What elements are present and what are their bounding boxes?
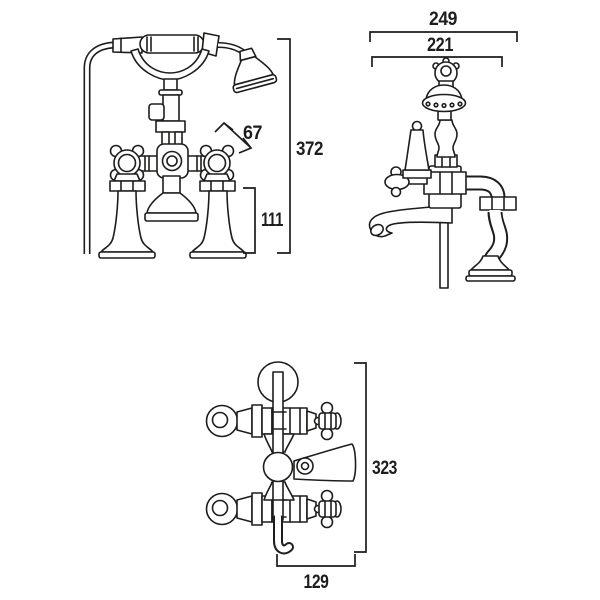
- dimension-bottom-depth: 129: [276, 554, 356, 593]
- dimension-handle-diagonal: 67: [214, 121, 263, 154]
- dimension-overall-height: 372: [277, 38, 324, 254]
- dimension-leg-height: 111: [243, 187, 284, 254]
- dimension-323-label: 323: [372, 457, 398, 479]
- wall-mounted-view-drawing: 323 129: [205, 361, 398, 593]
- cross-handle-right: [199, 144, 235, 182]
- tub-spout: [144, 175, 199, 222]
- shower-hose: [83, 41, 115, 254]
- side-view-drawing: 249 221: [368, 8, 518, 289]
- dimension-wall-height: 323: [354, 362, 398, 553]
- outlet-hook: [273, 513, 294, 555]
- lever-handle: [402, 120, 432, 179]
- valve-body-hub: [156, 143, 189, 179]
- dimension-129-label: 129: [304, 571, 330, 593]
- pillar-leg-right: [189, 173, 247, 259]
- dimension-spout-depth: 221: [371, 34, 503, 67]
- standpipe: [439, 221, 449, 289]
- dimension-249-label: 249: [429, 8, 458, 30]
- riser-column: [148, 78, 186, 147]
- dimension-111-label: 111: [261, 209, 283, 231]
- side-spout: [368, 205, 453, 238]
- dimension-overall-depth: 249: [369, 8, 518, 42]
- dimension-67-label: 67: [243, 122, 262, 144]
- pillar-leg-left: [98, 173, 156, 259]
- elbow-and-leg: [461, 175, 517, 282]
- handset-cradle: [130, 48, 210, 81]
- dimension-221-label: 221: [427, 34, 454, 56]
- handset-upright: [421, 57, 467, 168]
- cross-handle-left: [109, 144, 145, 182]
- handset-shower-head: [232, 47, 278, 94]
- valve-body-side: [423, 165, 467, 209]
- dimension-372-label: 372: [296, 138, 324, 160]
- diverter-body: [262, 443, 357, 483]
- front-view-drawing: 67 111 372: [83, 32, 324, 259]
